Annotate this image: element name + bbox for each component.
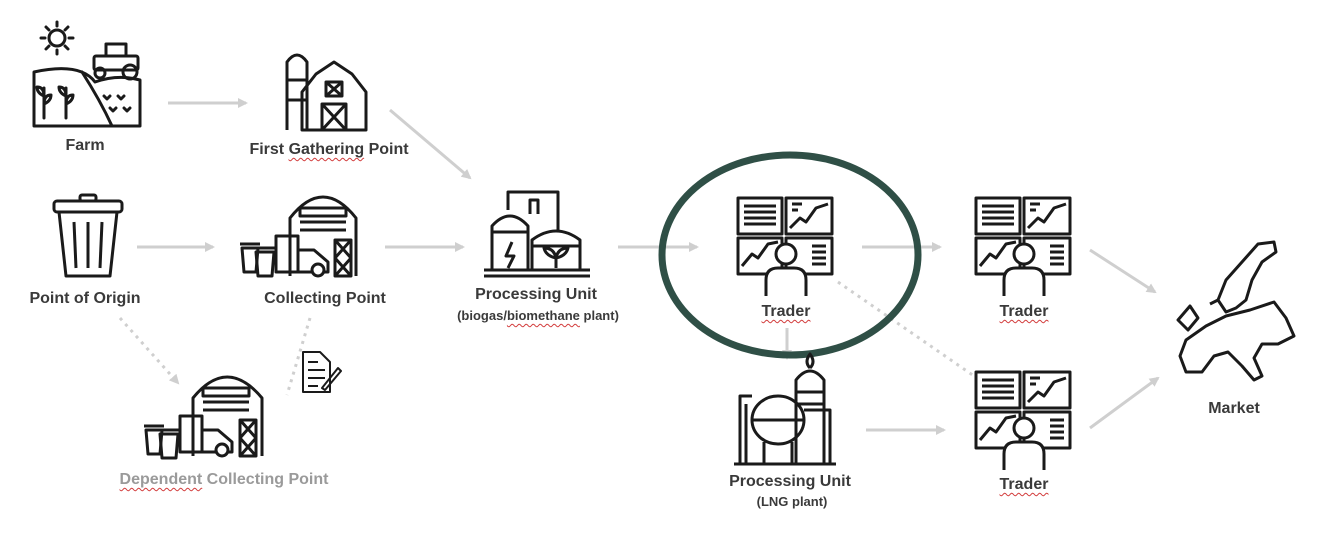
processing-unit-bio-label: Processing Unit xyxy=(475,286,597,303)
trash-can-icon xyxy=(52,193,124,278)
processing-unit-lng-label: Processing Unit xyxy=(729,473,851,490)
trader-icon-top xyxy=(974,196,1072,298)
bio-sublabel-part: plant) xyxy=(579,308,619,323)
collecting-point-label: Collecting Point xyxy=(264,290,386,307)
dependent-collecting-point-icon xyxy=(144,375,264,460)
barn-silo-icon xyxy=(285,53,368,132)
lng-plant-icon xyxy=(734,352,836,466)
point-of-origin-label: Point of Origin xyxy=(29,290,141,307)
trader-icon-center xyxy=(736,196,834,298)
document-signature-icon xyxy=(302,351,342,393)
first-gathering-point-label: First Gathering Point xyxy=(249,142,408,158)
dotted-link-collecting-dependent xyxy=(285,317,312,396)
dependent-collecting-point-label: Dependent Collecting Point xyxy=(120,472,329,488)
arrow-origin-to-dependent xyxy=(118,317,180,385)
highlight-ring xyxy=(658,151,922,359)
bio-sublabel-part: (biogas/ xyxy=(457,308,507,323)
dependent-label-part: Collecting Point xyxy=(202,471,329,488)
trader-bottom-label-text: Trader xyxy=(999,476,1049,493)
farm-label: Farm xyxy=(65,137,105,154)
biogas-plant-icon xyxy=(484,190,590,278)
trader-icon-bottom xyxy=(974,370,1072,472)
trader-center-label-text: Trader xyxy=(761,303,811,320)
trader-top-label: Trader xyxy=(1000,304,1049,320)
bio-sublabel-part: biomethane xyxy=(506,308,580,323)
first-gathering-label-part: First xyxy=(249,141,289,158)
dotted-link-trader-to-trader-bottom xyxy=(837,280,975,378)
trader-top-label-text: Trader xyxy=(999,303,1049,320)
dependent-label-part: Dependent xyxy=(119,471,203,488)
arrow-trader-bottom-to-market xyxy=(1089,376,1160,430)
arrow-trader-top-to-market xyxy=(1089,248,1157,294)
processing-unit-bio-sublabel: (biogas/biomethane plant) xyxy=(457,309,619,322)
trader-center-label: Trader xyxy=(762,304,811,320)
arrows xyxy=(118,98,1160,435)
collecting-point-icon xyxy=(240,195,358,278)
market-label: Market xyxy=(1208,400,1260,417)
processing-unit-lng-sublabel: (LNG plant) xyxy=(756,494,828,509)
first-gathering-label-part: Point xyxy=(364,141,409,158)
europe-map-icon xyxy=(1176,240,1296,382)
trader-bottom-label: Trader xyxy=(1000,477,1049,493)
arrow-gathering-to-processing xyxy=(389,108,472,180)
first-gathering-label-part: Gathering xyxy=(288,141,365,158)
farm-icon xyxy=(32,20,142,128)
